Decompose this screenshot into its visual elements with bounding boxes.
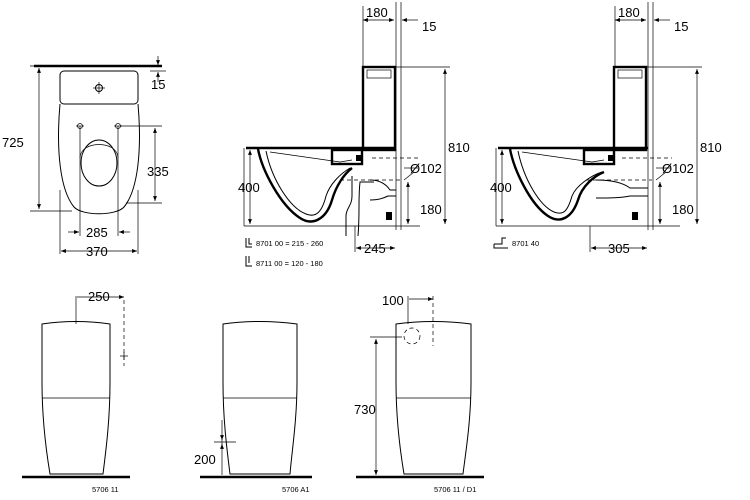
- code-5706-11: 5706 11: [92, 485, 119, 494]
- dim-810-2: 810: [700, 140, 722, 155]
- dim-285: 285: [86, 225, 108, 240]
- dim-180-top-2: 180: [618, 5, 640, 20]
- dim-305: 305: [608, 241, 630, 256]
- code-5706-a1: 5706 A1: [282, 485, 310, 494]
- fixing-hole-icon: [76, 123, 122, 129]
- dim-810-1: 810: [448, 140, 470, 155]
- connector-icon: [493, 237, 508, 249]
- dim-725: 725: [2, 135, 24, 150]
- dim-100: 100: [382, 293, 404, 308]
- front-view-3: 100 730 5706 11 / D1: [354, 293, 484, 494]
- dim-400-2: 400: [490, 180, 512, 195]
- dim-diameter-2: Ø102: [662, 161, 694, 176]
- dim-245: 245: [364, 241, 386, 256]
- dim-180-top-1: 180: [366, 5, 388, 20]
- dim-200: 200: [194, 452, 216, 467]
- part-line-2-1: 8711 00 = 120 - 180: [256, 259, 323, 268]
- dim-15-top-1: 15: [422, 19, 436, 34]
- dim-250: 250: [88, 289, 110, 304]
- straight-pipe-icon: [245, 256, 252, 267]
- code-5706-11-d1: 5706 11 / D1: [434, 485, 476, 494]
- top-view: 725 15 335 285 370: [2, 56, 169, 259]
- front-view-1: 250 5706 11: [22, 289, 130, 494]
- side-view-2: 180 15 810 400 Ø102 180 305 8701 40: [490, 2, 722, 256]
- front-view-2: 200 5706 A1: [194, 321, 312, 494]
- part-line-1-1: 8701 00 = 215 - 260: [256, 239, 323, 248]
- part-line-1-2: 8701 40: [512, 239, 539, 248]
- bend-pipe-icon: [245, 238, 252, 248]
- side-view-1: 180 15 810 400 Ø102 180 245 8701 00 = 21…: [238, 2, 470, 268]
- dim-730: 730: [354, 402, 376, 417]
- dim-400-1: 400: [238, 180, 260, 195]
- dim-15-top-2: 15: [674, 19, 688, 34]
- dim-180-outlet-2: 180: [672, 202, 694, 217]
- dim-370: 370: [86, 244, 108, 259]
- dim-335: 335: [147, 164, 169, 179]
- dim-diameter-1: Ø102: [410, 161, 442, 176]
- dim-15-top-view: 15: [151, 77, 165, 92]
- dim-180-outlet-1: 180: [420, 202, 442, 217]
